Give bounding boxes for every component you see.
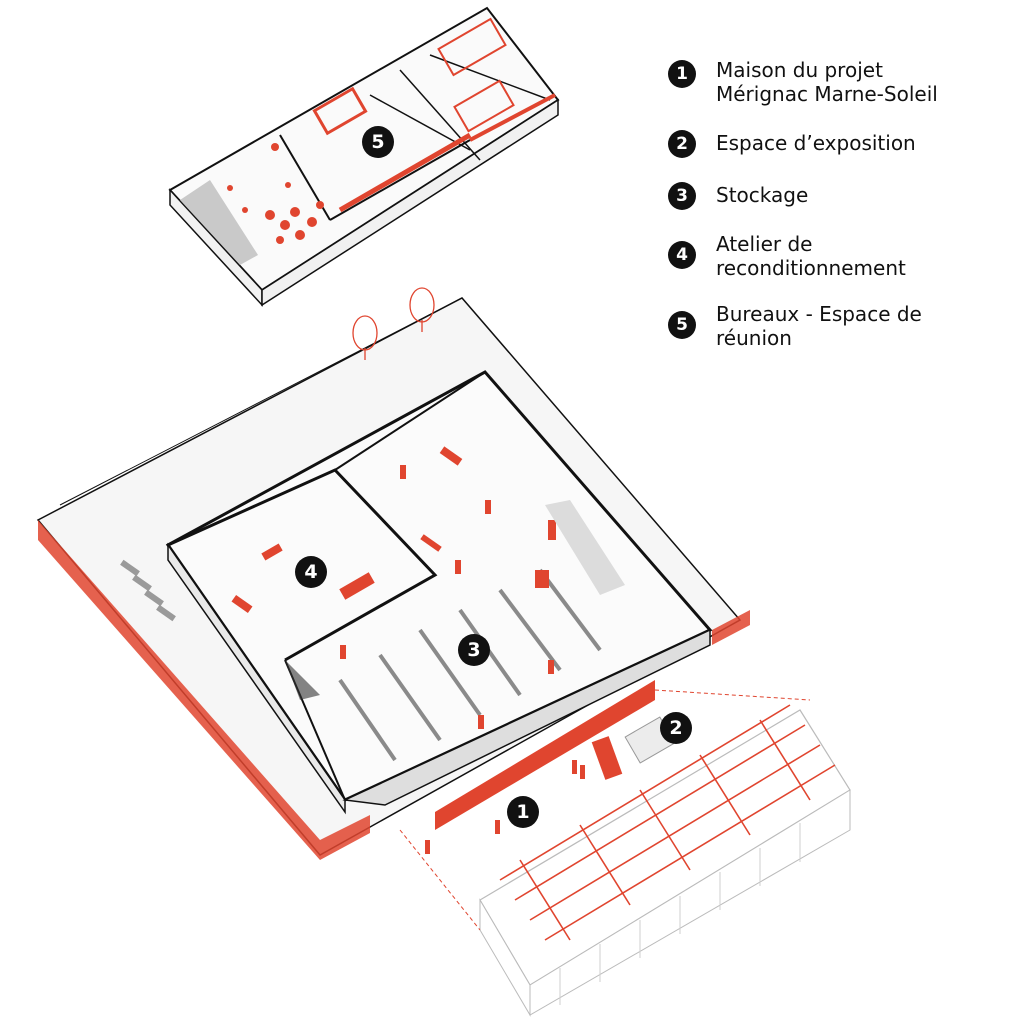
legend-line: reconditionnement xyxy=(716,256,906,280)
marker-1: 1 xyxy=(507,796,539,828)
number-badge: 2 xyxy=(668,130,696,158)
legend-item-5: 5 Bureaux - Espace de réunion xyxy=(668,302,1008,350)
legend-line: Atelier de xyxy=(716,232,813,256)
tree-icon xyxy=(352,287,435,360)
marker-2: 2 xyxy=(660,712,692,744)
marker-5: 5 xyxy=(362,126,394,158)
legend-line: Stockage xyxy=(716,183,809,207)
legend-item-2: 2 Espace d’exposition xyxy=(668,128,1008,158)
exhibition-structure xyxy=(399,689,851,1017)
number-badge: 5 xyxy=(668,311,696,339)
legend-line: Bureaux - Espace de xyxy=(716,302,922,326)
legend-item-3: 3 Stockage xyxy=(668,180,1008,210)
marker-3: 3 xyxy=(458,634,490,666)
legend: 1 Maison du projet Mérignac Marne-Soleil… xyxy=(668,58,1008,372)
number-badge: 3 xyxy=(668,182,696,210)
legend-label: Bureaux - Espace de réunion xyxy=(716,302,922,350)
number-badge: 1 xyxy=(668,60,696,88)
legend-line: Maison du projet xyxy=(716,58,883,82)
upper-floor-plan xyxy=(168,6,560,307)
legend-item-1: 1 Maison du projet Mérignac Marne-Soleil xyxy=(668,58,1008,106)
legend-item-4: 4 Atelier de reconditionnement xyxy=(668,232,1008,280)
legend-line: réunion xyxy=(716,326,792,350)
ground-floor-plan xyxy=(36,297,750,860)
legend-line: Mérignac Marne-Soleil xyxy=(716,82,938,106)
legend-label: Maison du projet Mérignac Marne-Soleil xyxy=(716,58,938,106)
marker-4: 4 xyxy=(295,556,327,588)
legend-line: Espace d’exposition xyxy=(716,131,916,155)
number-badge: 4 xyxy=(668,241,696,269)
legend-label: Espace d’exposition xyxy=(716,131,916,155)
legend-label: Atelier de reconditionnement xyxy=(716,232,906,280)
legend-label: Stockage xyxy=(716,183,808,207)
